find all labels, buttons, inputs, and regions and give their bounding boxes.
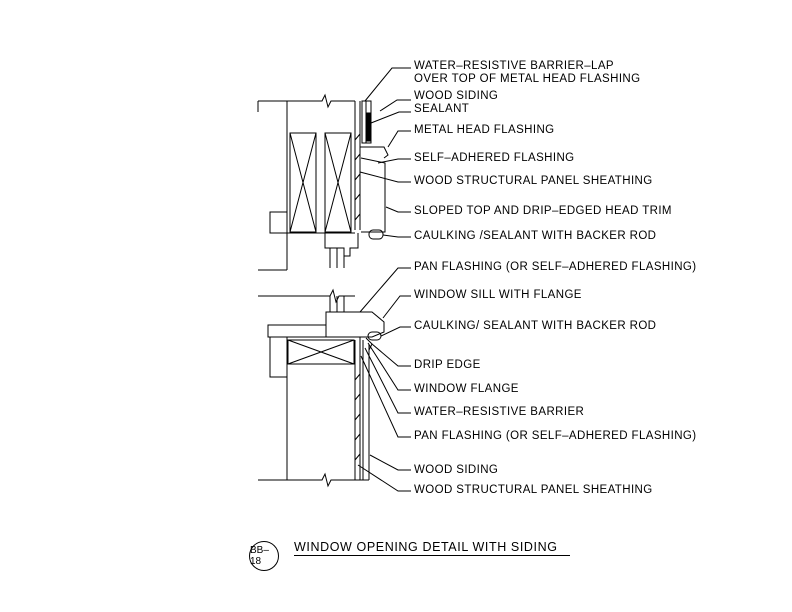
head-backer-rod <box>368 229 384 240</box>
label-window-sill: WINDOW SILL WITH FLANGE <box>414 289 582 301</box>
break-line-mid <box>287 288 355 304</box>
label-self-adhered-flashing: SELF–ADHERED FLASHING <box>414 152 575 164</box>
label-caulking-head: CAULKING /SEALANT WITH BACKER ROD <box>414 230 657 242</box>
header-stud-left <box>289 132 317 233</box>
detail-id-bubble: BB–18 <box>249 541 279 571</box>
break-line-bottom <box>258 472 369 488</box>
label-wrb-lap: WATER–RESISTIVE BARRIER–LAP <box>414 60 614 72</box>
label-pan-flashing-bottom: PAN FLASHING (OR SELF–ADHERED FLASHING) <box>414 430 697 442</box>
header-stud-right <box>324 132 352 233</box>
label-pan-flashing-top: PAN FLASHING (OR SELF–ADHERED FLASHING) <box>414 261 697 273</box>
label-caulking-sill: CAULKING/ SEALANT WITH BACKER ROD <box>414 320 657 332</box>
label-drip-edge: DRIP EDGE <box>414 359 481 371</box>
label-wood-siding-sill: WOOD SIDING <box>414 464 499 476</box>
label-sealant: SEALANT <box>414 103 470 115</box>
label-wood-siding-head: WOOD SIDING <box>414 90 499 102</box>
label-sheathing-sill: WOOD STRUCTURAL PANEL SHEATHING <box>414 484 653 496</box>
break-line-top <box>258 93 355 109</box>
window-sill <box>325 311 385 338</box>
rough-sill <box>287 339 355 365</box>
label-sheathing-head: WOOD STRUCTURAL PANEL SHEATHING <box>414 175 653 187</box>
head-sealant <box>365 112 371 142</box>
label-metal-head-flashing: METAL HEAD FLASHING <box>414 124 555 136</box>
interior-stool <box>267 324 327 338</box>
metal-head-flashing <box>360 146 389 159</box>
detail-title: WINDOW OPENING DETAIL WITH SIDING <box>294 540 570 556</box>
label-head-trim: SLOPED TOP AND DRIP–EDGED HEAD TRIM <box>414 205 672 217</box>
label-window-flange: WINDOW FLANGE <box>414 383 519 395</box>
label-wrb-lap-2: OVER TOP OF METAL HEAD FLASHING <box>414 73 641 85</box>
head-trim <box>360 157 386 233</box>
label-wrb: WATER–RESISTIVE BARRIER <box>414 406 585 418</box>
